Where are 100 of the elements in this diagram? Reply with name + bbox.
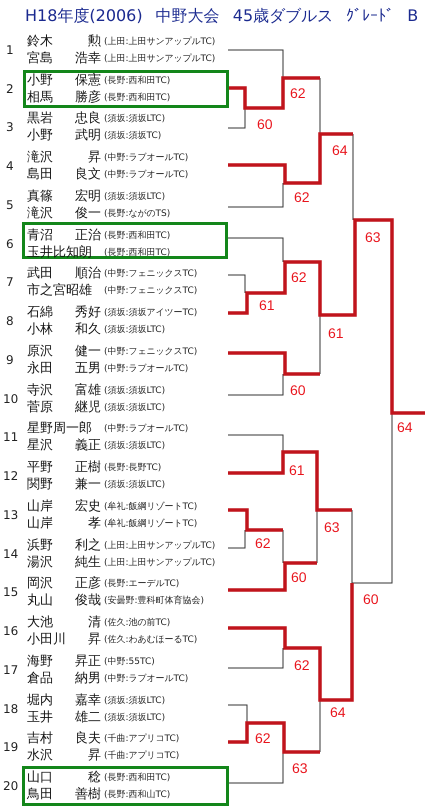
club-name: (中野:55TC) — [104, 656, 155, 668]
family-name: 武田 — [27, 266, 53, 282]
family-name: 石綿 — [27, 305, 53, 320]
club-name: (長野:西和田TC) — [104, 248, 170, 259]
given-name: 秀好 — [75, 305, 101, 320]
given-name: 正樹 — [75, 460, 101, 476]
club-name: (牟礼:飯綱リゾートTC) — [104, 502, 198, 513]
given-name: 孝 — [88, 516, 101, 531]
seed-number: 5 — [6, 198, 14, 212]
title: H18年度(2006) 中野大会 45歳ダブルス ｸﾞﾚｰﾄﾞ B — [25, 6, 418, 26]
family-name: 寺沢 — [27, 382, 53, 398]
given-name: 勲 — [88, 34, 101, 49]
club-name: (中野:ラブオールTC) — [104, 170, 188, 182]
given-name: 忠良 — [75, 111, 101, 126]
family-name: 山口 — [27, 770, 53, 786]
family-name: 関野 — [27, 477, 53, 492]
club-name: (長野:西和田TC) — [104, 230, 170, 242]
score-label: 63 — [324, 519, 340, 535]
family-name: 丸山 — [27, 593, 53, 608]
given-name: 良文 — [75, 167, 101, 182]
seed-number: 12 — [3, 469, 18, 484]
given-name: 純生 — [75, 554, 101, 570]
club-name: (上田:上田サンアップルTC) — [104, 558, 216, 569]
club-name: (中野:フェニックスTC) — [104, 269, 198, 280]
club-name: (中野:フェニックスTC) — [104, 346, 198, 358]
given-name: 利之 — [75, 538, 101, 553]
club-name: (須坂:須坂LTC) — [104, 402, 166, 414]
club-name: (長野:長野TC) — [104, 463, 162, 474]
given-name: 健一 — [75, 344, 101, 359]
score-label: 63 — [292, 760, 308, 776]
club-name: (中野:フェニックスTC) — [104, 286, 198, 298]
given-name: 兼一 — [75, 477, 101, 492]
club-name: (長野:ながのTS) — [104, 208, 170, 220]
seed-number: 2 — [6, 82, 14, 96]
given-name: 武明 — [75, 128, 101, 144]
score-label: 61 — [328, 325, 344, 341]
score-label: 61 — [259, 297, 275, 313]
club-name: (須坂:須坂LTC) — [104, 325, 166, 336]
score-label: 62 — [294, 189, 310, 205]
family-name: 鈴木 — [27, 34, 53, 49]
family-name: 黒岩 — [27, 111, 53, 126]
team-box — [22, 222, 228, 259]
family-name: 浜野 — [27, 538, 53, 553]
seed-number: 8 — [6, 314, 14, 328]
family-name: 星沢 — [27, 438, 53, 454]
score-label: 62 — [291, 269, 307, 285]
given-name: 順治 — [75, 266, 101, 282]
club-name: (上田:上田サンアップルTC) — [104, 540, 216, 552]
score-label: 60 — [257, 116, 273, 132]
score-label: 62 — [290, 85, 306, 101]
family-name: 湯沢 — [27, 554, 53, 570]
club-name: (中野:ラブオールTC) — [104, 153, 188, 164]
given-name: 五男 — [75, 360, 101, 376]
score-label: 62 — [294, 657, 310, 673]
club-name: (須坂:須坂LTC) — [104, 386, 166, 397]
seed-number: 20 — [3, 779, 18, 794]
family-name: 海野 — [27, 654, 53, 669]
score-label: 62 — [255, 535, 271, 551]
seed-number: 14 — [3, 546, 18, 561]
team-box — [23, 70, 229, 108]
score-label: 61 — [289, 462, 305, 478]
player-name: 星野周一郎 — [27, 421, 92, 436]
club-name: (長野:エーデルTC) — [104, 579, 180, 590]
family-name: 小野 — [27, 72, 53, 88]
club-name: (上田:上田サンアップルTC) — [104, 54, 216, 65]
family-name: 宮島 — [27, 51, 53, 66]
club-name: (長野:西和田TC) — [104, 76, 170, 87]
given-name: 納男 — [75, 670, 101, 686]
given-name: 継児 — [75, 400, 101, 415]
family-name: 滝沢 — [27, 150, 53, 166]
given-name: 昇正 — [75, 654, 101, 669]
club-name: (上田:上田サンアップルTC) — [104, 37, 216, 48]
club-name: (須坂:須坂LTC) — [104, 114, 166, 126]
given-name: 雄二 — [75, 710, 101, 725]
score-label: 63 — [365, 229, 381, 245]
family-name: 真篠 — [27, 188, 53, 204]
family-name: 小野 — [27, 128, 53, 144]
seed-number: 19 — [3, 740, 18, 754]
family-name: 滝沢 — [27, 206, 53, 221]
club-name: (須坂:須坂LTC) — [104, 441, 166, 452]
given-name: 昇 — [88, 748, 101, 764]
seed-number: 4 — [6, 159, 14, 174]
club-name: (須坂:須坂アイツーTC) — [104, 308, 198, 320]
given-name: 和久 — [75, 322, 101, 338]
score-label: 60 — [363, 591, 379, 607]
given-name: 保憲 — [75, 72, 101, 88]
club-name: (須坂:須坂LTC) — [104, 480, 166, 492]
score-label: 64 — [330, 704, 346, 720]
given-name: 富雄 — [75, 382, 101, 398]
club-name: (千曲:アプリコTC) — [104, 751, 180, 762]
club-name: (中野:ラブオールTC) — [104, 674, 188, 685]
given-name: 昇 — [88, 632, 101, 648]
given-name: 勝彦 — [75, 90, 101, 105]
given-name: 嘉幸 — [75, 692, 101, 708]
club-name: (須坂:須坂LTC) — [104, 192, 166, 203]
family-name: 水沢 — [27, 748, 53, 764]
player-name: 玉井比知朗 — [27, 244, 92, 260]
family-name: 山岸 — [27, 498, 53, 514]
team-box — [22, 766, 229, 806]
given-name: 善樹 — [75, 787, 101, 802]
